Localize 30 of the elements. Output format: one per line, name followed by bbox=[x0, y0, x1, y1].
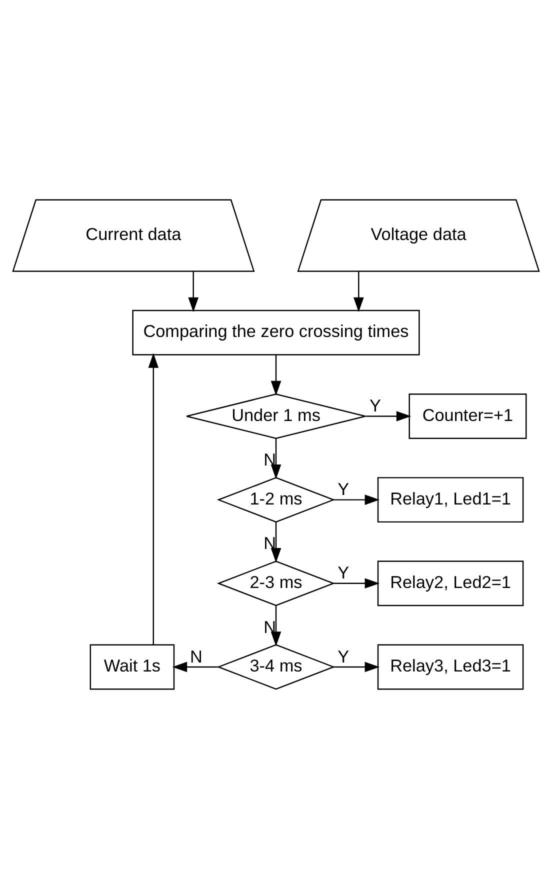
node-diamond: Under 1 ms bbox=[186, 392, 366, 438]
node-diamond: 2-3 ms bbox=[216, 560, 336, 606]
node-box: Counter=+1 bbox=[408, 393, 527, 438]
arrow bbox=[172, 661, 218, 672]
node-box: Relay2, Led2=1 bbox=[377, 560, 524, 606]
arrow bbox=[353, 271, 364, 312]
node-box: Wait 1s bbox=[90, 644, 175, 690]
node-box: Relay3, Led3=1 bbox=[377, 644, 524, 690]
edge-label: N bbox=[264, 532, 276, 553]
arrow bbox=[270, 354, 282, 396]
edge-label: N bbox=[264, 449, 276, 470]
arrow bbox=[334, 661, 380, 672]
node-diamond: 1-2 ms bbox=[216, 476, 336, 522]
edge-label: Y bbox=[338, 478, 350, 499]
arrow bbox=[270, 522, 282, 562]
arrow bbox=[270, 605, 282, 646]
arrow bbox=[366, 410, 412, 421]
arrow bbox=[334, 578, 380, 588]
arrow bbox=[334, 494, 380, 504]
arrow bbox=[188, 271, 199, 312]
edge-label: N bbox=[190, 646, 202, 666]
edge-label: Y bbox=[369, 395, 381, 416]
node-box: Relay1, Led1=1 bbox=[377, 476, 524, 522]
arrow bbox=[270, 438, 282, 479]
node-box: Comparing the zero crossing times bbox=[132, 309, 420, 355]
arrow bbox=[148, 352, 159, 644]
edge-label: N bbox=[264, 616, 276, 636]
node-diamond: 3-4 ms bbox=[216, 644, 336, 690]
edge-label: Y bbox=[338, 646, 350, 666]
edge-label: Y bbox=[338, 562, 350, 582]
